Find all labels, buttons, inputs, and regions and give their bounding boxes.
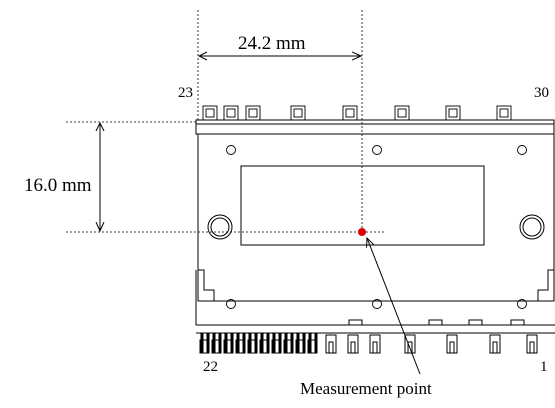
package-body xyxy=(195,133,555,325)
pin-label-bottom-right: 1 xyxy=(540,359,548,375)
horizontal-dimension-label: 24.2 mm xyxy=(238,33,306,54)
pin-label-top-right: 30 xyxy=(534,85,549,101)
mounting-holes xyxy=(226,145,527,309)
screw-holes xyxy=(207,214,545,240)
chip-window xyxy=(240,165,485,246)
vertical-dimension-label: 16.0 mm xyxy=(24,175,92,196)
package-bottom-rail xyxy=(196,319,555,334)
bottom-pins xyxy=(199,332,538,354)
pin-label-bottom-left: 22 xyxy=(203,359,218,375)
pin-label-top-left: 23 xyxy=(178,85,193,101)
measurement-point-label: Measurement point xyxy=(300,379,432,398)
package-top-rail xyxy=(195,119,555,135)
top-terminals xyxy=(202,105,512,121)
measurement-point-marker xyxy=(358,228,366,236)
leader-line xyxy=(367,238,421,375)
